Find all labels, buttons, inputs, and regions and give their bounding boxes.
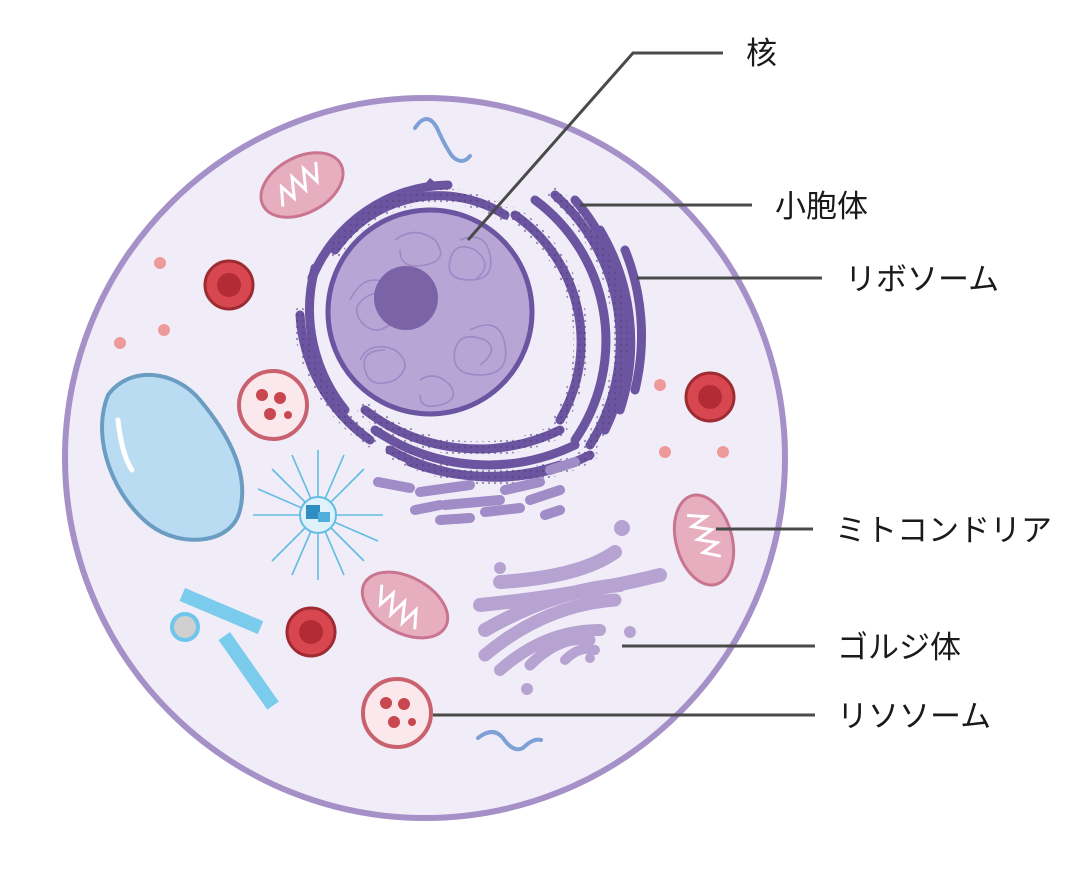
smooth-er	[373, 457, 580, 525]
leader-nucleus	[466, 51, 723, 241]
golgi-apparatus	[473, 520, 667, 695]
vacuole	[100, 373, 245, 542]
mitochondrion	[672, 493, 736, 587]
label-mitochondria: ミトコンドリア	[835, 513, 1052, 549]
label-lysosome: リソソーム	[837, 699, 991, 735]
label-vesicle: 小胞体	[775, 189, 868, 225]
label-nucleus: 核	[746, 36, 777, 72]
cytoskeleton	[170, 588, 279, 710]
mitochondrion	[259, 151, 345, 219]
mitochondrion	[360, 570, 450, 640]
rna-squiggle	[413, 117, 472, 163]
granules	[114, 257, 729, 458]
nucleolus	[374, 266, 438, 330]
red-vesicle	[285, 606, 337, 658]
rna-squiggle	[476, 730, 543, 752]
red-vesicle	[684, 371, 736, 423]
label-golgi: ゴルジ体	[837, 630, 961, 666]
red-vesicle	[203, 259, 255, 311]
label-ribosome: リボソーム	[845, 262, 999, 298]
lysosome	[361, 677, 433, 749]
lysosome	[237, 369, 309, 441]
centrosome	[253, 450, 383, 580]
